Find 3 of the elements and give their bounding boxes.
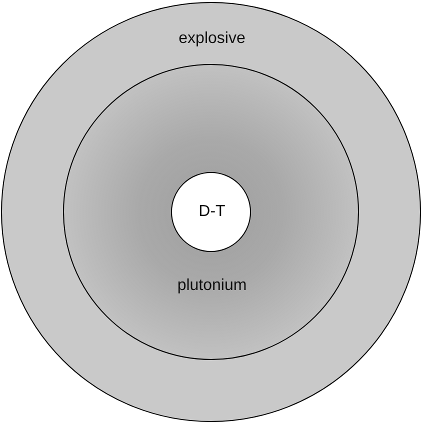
shell-label: explosive bbox=[178, 29, 246, 49]
shell-label: plutonium bbox=[176, 276, 248, 296]
core-label: D-T bbox=[198, 202, 226, 222]
